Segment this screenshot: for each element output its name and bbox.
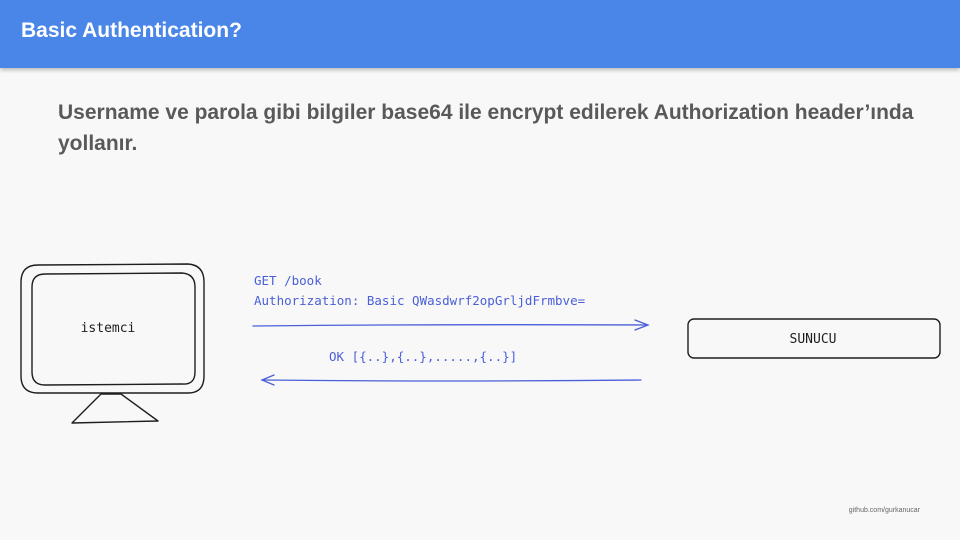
slide-body-text: Username ve parola gibi bilgiler base64 … [58,101,914,155]
client-monitor [20,263,205,424]
slide-title: Basic Authentication? [21,19,242,42]
server-label: SUNUCU [790,332,837,347]
monitor-outer-frame [20,263,205,394]
server-box [687,318,941,359]
slide-header: Basic Authentication? [0,0,960,68]
request-line: GET /book [254,273,322,288]
client-label: istemci [81,321,136,336]
request-arrow [252,319,650,331]
response-arrow [260,374,642,386]
monitor-stand [71,393,159,424]
footer-credit: github.com/gurkanucar [848,507,920,514]
monitor-screen [31,272,196,386]
response-line: OK [{..},{..},.....,{..}] [329,349,517,364]
auth-header-line: Authorization: Basic QWasdwrf2opGrljdFrm… [254,293,585,308]
